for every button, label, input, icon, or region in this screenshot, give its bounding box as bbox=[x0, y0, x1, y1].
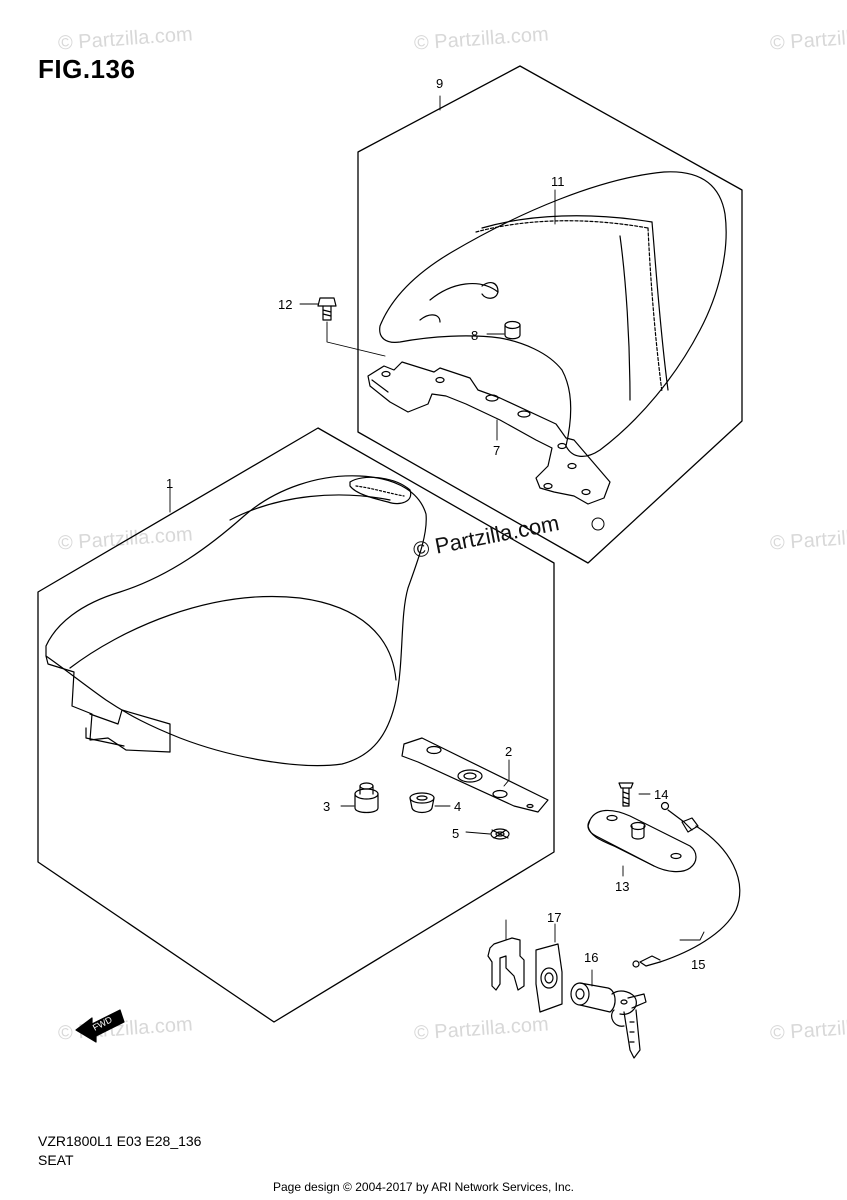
front-seat-group-outline bbox=[37, 427, 555, 1023]
model-code: VZR1800L1 E03 E28_136 bbox=[38, 1133, 202, 1149]
callout-11: 12 bbox=[278, 297, 292, 312]
callout-1: 1 bbox=[166, 476, 173, 491]
rear-seat-group-outline bbox=[357, 65, 743, 564]
callout-5: 5 bbox=[452, 826, 459, 841]
callout-7: 11 bbox=[551, 174, 565, 189]
fwd-arrow-icon bbox=[75, 1009, 125, 1043]
section-name: SEAT bbox=[38, 1152, 74, 1168]
callout-6: 9 bbox=[436, 76, 443, 91]
seat-plate-2 bbox=[401, 737, 549, 813]
callout-9: 8 bbox=[471, 328, 478, 343]
page-credit: Page design © 2004-2017 by ARI Network S… bbox=[272, 1180, 574, 1194]
callout-8: 7 bbox=[493, 443, 500, 458]
callout-4: 4 bbox=[454, 799, 461, 814]
leader-lines bbox=[169, 95, 705, 987]
lock-cylinder-15 bbox=[570, 982, 647, 1059]
rear-seat-bracket bbox=[367, 361, 611, 505]
callout-2: 2 bbox=[505, 744, 512, 759]
callout-3: 3 bbox=[323, 799, 330, 814]
screw-13 bbox=[618, 782, 634, 807]
retainer-16 bbox=[535, 943, 563, 1013]
callout-12: 13 bbox=[615, 879, 629, 894]
callout-14: 15 bbox=[691, 957, 705, 972]
rear-seat-cushion bbox=[379, 171, 727, 457]
callout-15: 16 bbox=[584, 950, 598, 965]
figure-title: FIG.136 bbox=[38, 54, 136, 84]
nut-9 bbox=[504, 320, 521, 340]
nut-4 bbox=[409, 792, 435, 814]
washer-5 bbox=[490, 828, 510, 840]
cushion-3 bbox=[354, 782, 379, 814]
bolt-11 bbox=[317, 297, 386, 357]
callout-13: 14 bbox=[654, 787, 668, 802]
clip-17 bbox=[487, 937, 525, 991]
lock-bracket-12 bbox=[587, 809, 697, 873]
front-seat-cushion bbox=[45, 475, 427, 767]
callout-16: 17 bbox=[547, 910, 561, 925]
lock-cable-14 bbox=[632, 801, 741, 968]
